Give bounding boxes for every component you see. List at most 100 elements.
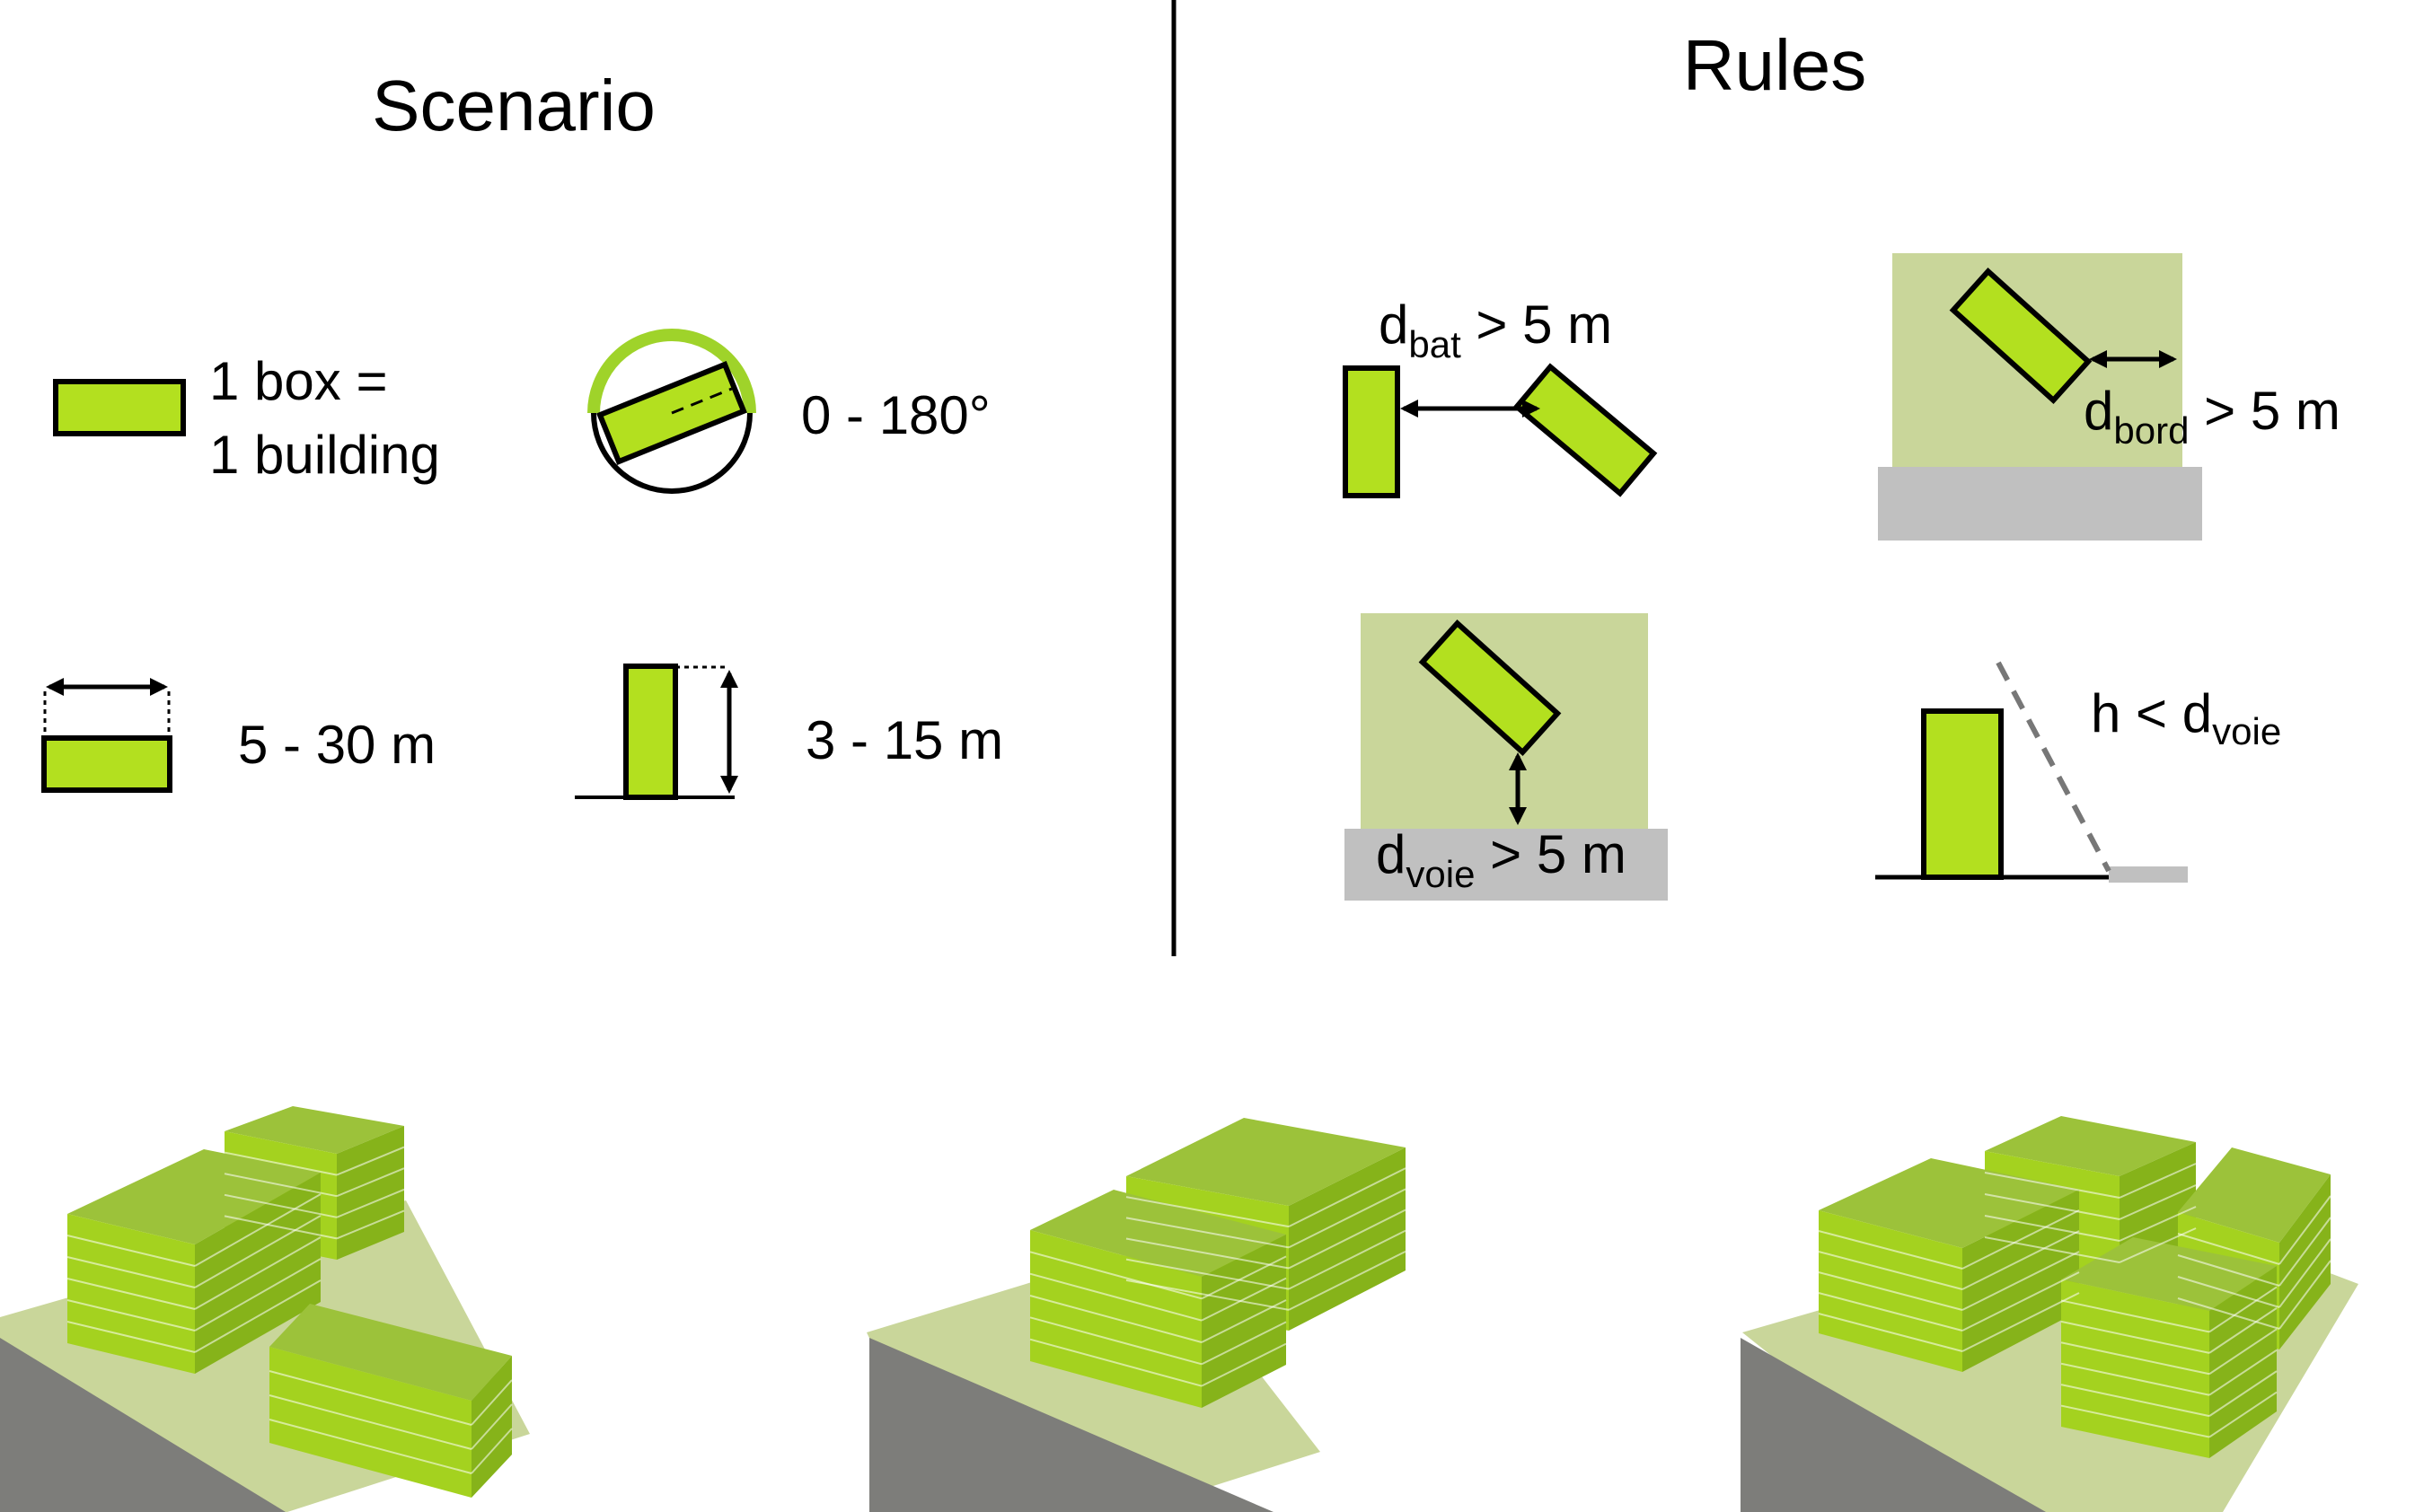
storey-line <box>66 1235 196 1267</box>
storey-line <box>2177 1276 2280 1308</box>
rotation-arc-icon <box>587 329 756 414</box>
render-scene-2 <box>867 1118 1406 1512</box>
storey-line <box>2119 1184 2197 1220</box>
storey-line <box>2278 1195 2331 1265</box>
scenario-title: Scenario <box>372 66 656 145</box>
storey-line <box>1984 1193 2120 1220</box>
width-label: 5 - 30 m <box>238 715 436 775</box>
storey-line <box>2060 1320 2210 1354</box>
storey-line <box>1029 1272 1203 1322</box>
storey-line <box>1288 1188 1406 1249</box>
storey-line <box>1984 1236 2120 1263</box>
storey-line <box>1029 1295 1203 1343</box>
storey-line <box>1961 1230 2080 1290</box>
storey-line <box>1288 1209 1406 1270</box>
storey-line <box>1125 1279 1290 1311</box>
dbat-building-a-icon <box>1343 365 1400 498</box>
storey-line <box>2208 1286 2278 1333</box>
storey-line <box>224 1151 338 1176</box>
storey-line <box>194 1258 322 1332</box>
storey-line <box>1288 1229 1406 1290</box>
storey-line <box>471 1428 513 1474</box>
height-rule-building-icon <box>1921 708 2004 880</box>
storey-line <box>471 1379 513 1426</box>
storey-line <box>1961 1209 2080 1270</box>
box-label-line2: 1 building <box>209 425 440 485</box>
storey-line <box>1818 1292 1963 1332</box>
storey-line <box>66 1299 196 1332</box>
storey-line <box>66 1321 196 1353</box>
storey-line <box>1818 1251 1963 1290</box>
box-label-line1: 1 box = <box>209 351 388 411</box>
storey-line <box>336 1167 405 1198</box>
storey-line <box>1201 1342 1287 1387</box>
storey-line <box>194 1236 322 1310</box>
dvoie-road <box>1344 829 1668 901</box>
render-scene-1 <box>0 1106 530 1512</box>
storey-line <box>336 1209 405 1240</box>
dvoie-building-icon <box>1418 620 1562 756</box>
storey-line <box>269 1394 472 1450</box>
storey-line <box>224 1193 338 1218</box>
storey-line <box>66 1256 196 1288</box>
storey-line <box>1818 1313 1963 1352</box>
height-road-strip <box>2109 866 2188 883</box>
storey-line <box>1984 1215 2120 1242</box>
height-rule-label: h < dvoie <box>2091 683 2281 752</box>
storey-line <box>1029 1316 1203 1366</box>
dbord-building-icon <box>1949 268 2093 404</box>
storey-line <box>1201 1321 1287 1366</box>
storey-line <box>2060 1341 2210 1376</box>
storey-line <box>2119 1227 2197 1263</box>
storey-line <box>1201 1255 1287 1300</box>
render-3-building-front <box>2061 1237 2277 1458</box>
storey-line <box>2060 1362 2210 1396</box>
rule-dbord: dbord > 5 m <box>1878 253 2340 541</box>
rule-height: h < dvoie <box>1875 661 2281 883</box>
prospect-line <box>1996 661 2111 873</box>
storey-line <box>1288 1250 1406 1311</box>
storey-line <box>2060 1299 2210 1333</box>
storey-line <box>2208 1370 2278 1417</box>
dbat-label: dbat > 5 m <box>1379 294 1612 365</box>
dbord-label: dbord > 5 m <box>2084 381 2340 452</box>
storey-line <box>1125 1258 1290 1290</box>
dbord-road <box>1878 467 2202 541</box>
storey-line <box>224 1173 338 1198</box>
storey-line <box>2119 1206 2197 1242</box>
height-label: 3 - 15 m <box>806 710 1003 770</box>
storey-line <box>2060 1384 2210 1418</box>
render-3-road <box>1741 1338 2046 1512</box>
storey-line <box>2060 1404 2210 1438</box>
storey-lines <box>66 1146 2331 1474</box>
storey-line <box>66 1278 196 1310</box>
dbat-building-b-icon <box>1512 363 1658 497</box>
storey-line <box>2177 1297 2280 1330</box>
storey-line <box>1961 1271 2080 1332</box>
height-building-icon <box>623 664 678 800</box>
orientation-label: 0 - 180° <box>801 385 991 445</box>
storey-line <box>269 1370 472 1426</box>
storey-line <box>1029 1251 1203 1300</box>
box-legend: 1 box = 1 building <box>53 351 440 485</box>
render-1-road <box>0 1338 286 1512</box>
storey-line <box>336 1146 405 1176</box>
width-building-icon <box>41 735 172 793</box>
storey-line <box>194 1215 322 1288</box>
storey-line <box>2208 1328 2278 1376</box>
storey-line <box>1288 1167 1406 1228</box>
storey-line <box>1961 1251 2080 1311</box>
orientation-legend: 0 - 180° <box>587 329 991 494</box>
storey-line <box>336 1188 405 1218</box>
storey-line <box>1984 1172 2120 1199</box>
storey-line <box>2177 1233 2280 1265</box>
storey-line <box>2177 1254 2280 1287</box>
storey-line <box>2278 1260 2331 1330</box>
render-2-road <box>869 1338 1274 1512</box>
dvoie-label: dvoie > 5 m <box>1376 824 1626 895</box>
rule-dbat: dbat > 5 m <box>1343 294 1658 498</box>
storey-line <box>2208 1349 2278 1396</box>
storey-line <box>1125 1196 1290 1228</box>
storey-line <box>194 1279 322 1353</box>
